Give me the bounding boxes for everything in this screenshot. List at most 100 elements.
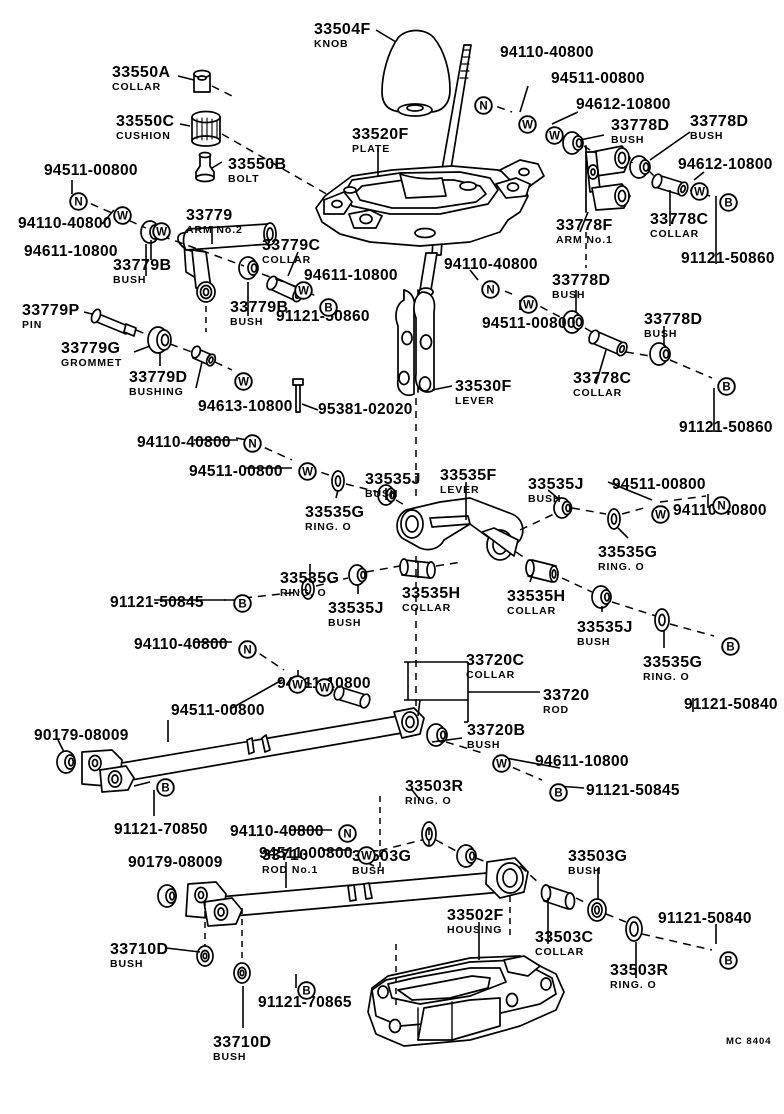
washer-mark-icon[interactable]: W [519, 295, 538, 314]
fastener-code[interactable]: 94611-10800 [24, 243, 118, 260]
fastener-code[interactable]: 94110-40800 [18, 215, 112, 232]
fastener-code[interactable]: 94110-40800 [134, 636, 228, 653]
washer-mark-icon[interactable]: W [651, 505, 670, 524]
fastener-code[interactable]: 94110-40800 [230, 823, 324, 840]
fastener-code[interactable]: 94511-00800 [189, 463, 283, 480]
fastener-code[interactable]: 91121-50840 [658, 910, 752, 927]
washer-mark-icon[interactable]: W [315, 678, 334, 697]
bolt-mark-icon[interactable]: B [319, 298, 338, 317]
fastener-code[interactable]: 94511-00800 [44, 162, 138, 179]
fastener-code[interactable]: 94611-10800 [535, 753, 629, 770]
fastener-code[interactable]: 94110-40800 [444, 256, 538, 273]
bolt-mark-icon[interactable]: B [233, 594, 252, 613]
fastener-code[interactable]: 94611-10800 [304, 267, 398, 284]
fastener-code[interactable]: 91121-50845 [110, 594, 204, 611]
washer-mark-icon[interactable]: W [690, 182, 709, 201]
fastener-code[interactable]: 91121-50860 [276, 308, 370, 325]
fastener-code[interactable]: 90179-08009 [128, 854, 223, 871]
washer-mark-icon[interactable]: W [288, 675, 307, 694]
fastener-code[interactable]: 91121-50840 [684, 696, 778, 713]
bolt-mark-icon[interactable]: B [717, 377, 736, 396]
washer-mark-icon[interactable]: W [234, 372, 253, 391]
fastener-code[interactable]: 91121-50860 [681, 250, 775, 267]
bolt-mark-icon[interactable]: B [549, 783, 568, 802]
nut-mark-icon[interactable]: N [69, 192, 88, 211]
fastener-code[interactable]: 94613-10800 [198, 398, 293, 415]
washer-mark-icon[interactable]: W [545, 126, 564, 145]
bolt-mark-icon[interactable]: B [721, 637, 740, 656]
fastener-code[interactable]: 94511-00800 [612, 476, 706, 493]
fastener-code[interactable]: 91121-70865 [258, 994, 352, 1011]
fastener-code[interactable]: 94511-00800 [171, 702, 265, 719]
bolt-mark-icon[interactable]: B [719, 951, 738, 970]
fastener-code[interactable]: 94110-40800 [500, 44, 594, 61]
nut-mark-icon[interactable]: N [243, 434, 262, 453]
nut-mark-icon[interactable]: N [481, 280, 500, 299]
nut-mark-icon[interactable]: N [238, 640, 257, 659]
washer-mark-icon[interactable]: W [152, 222, 171, 241]
washer-mark-icon[interactable]: W [492, 754, 511, 773]
bolt-mark-icon[interactable]: B [156, 778, 175, 797]
fastener-code[interactable]: 94110-40800 [137, 434, 231, 451]
nut-mark-icon[interactable]: N [712, 496, 731, 515]
fastener-code[interactable]: 90179-08009 [34, 727, 129, 744]
fastener-code[interactable]: 91121-70850 [114, 821, 208, 838]
fastener-code[interactable]: 94511-00800 [551, 70, 645, 87]
fastener-code[interactable]: 91121-50860 [679, 419, 773, 436]
nut-mark-icon[interactable]: N [474, 96, 493, 115]
washer-mark-icon[interactable]: W [518, 115, 537, 134]
fastener-code[interactable]: 95381-02020 [318, 401, 413, 418]
bolt-mark-icon[interactable]: B [719, 193, 738, 212]
washer-mark-icon[interactable]: W [113, 206, 132, 225]
fastener-code[interactable]: 94612-10800 [576, 96, 671, 113]
nut-mark-icon[interactable]: N [338, 824, 357, 843]
bolt-mark-icon[interactable]: B [297, 981, 316, 1000]
fastener-code[interactable]: 94612-10800 [678, 156, 773, 173]
washer-mark-icon[interactable]: W [294, 281, 313, 300]
fastener-code[interactable]: 91121-50845 [586, 782, 680, 799]
fastener-code[interactable]: 94511-00800 [259, 845, 353, 862]
fastener-code[interactable]: 94511-00800 [482, 315, 576, 332]
